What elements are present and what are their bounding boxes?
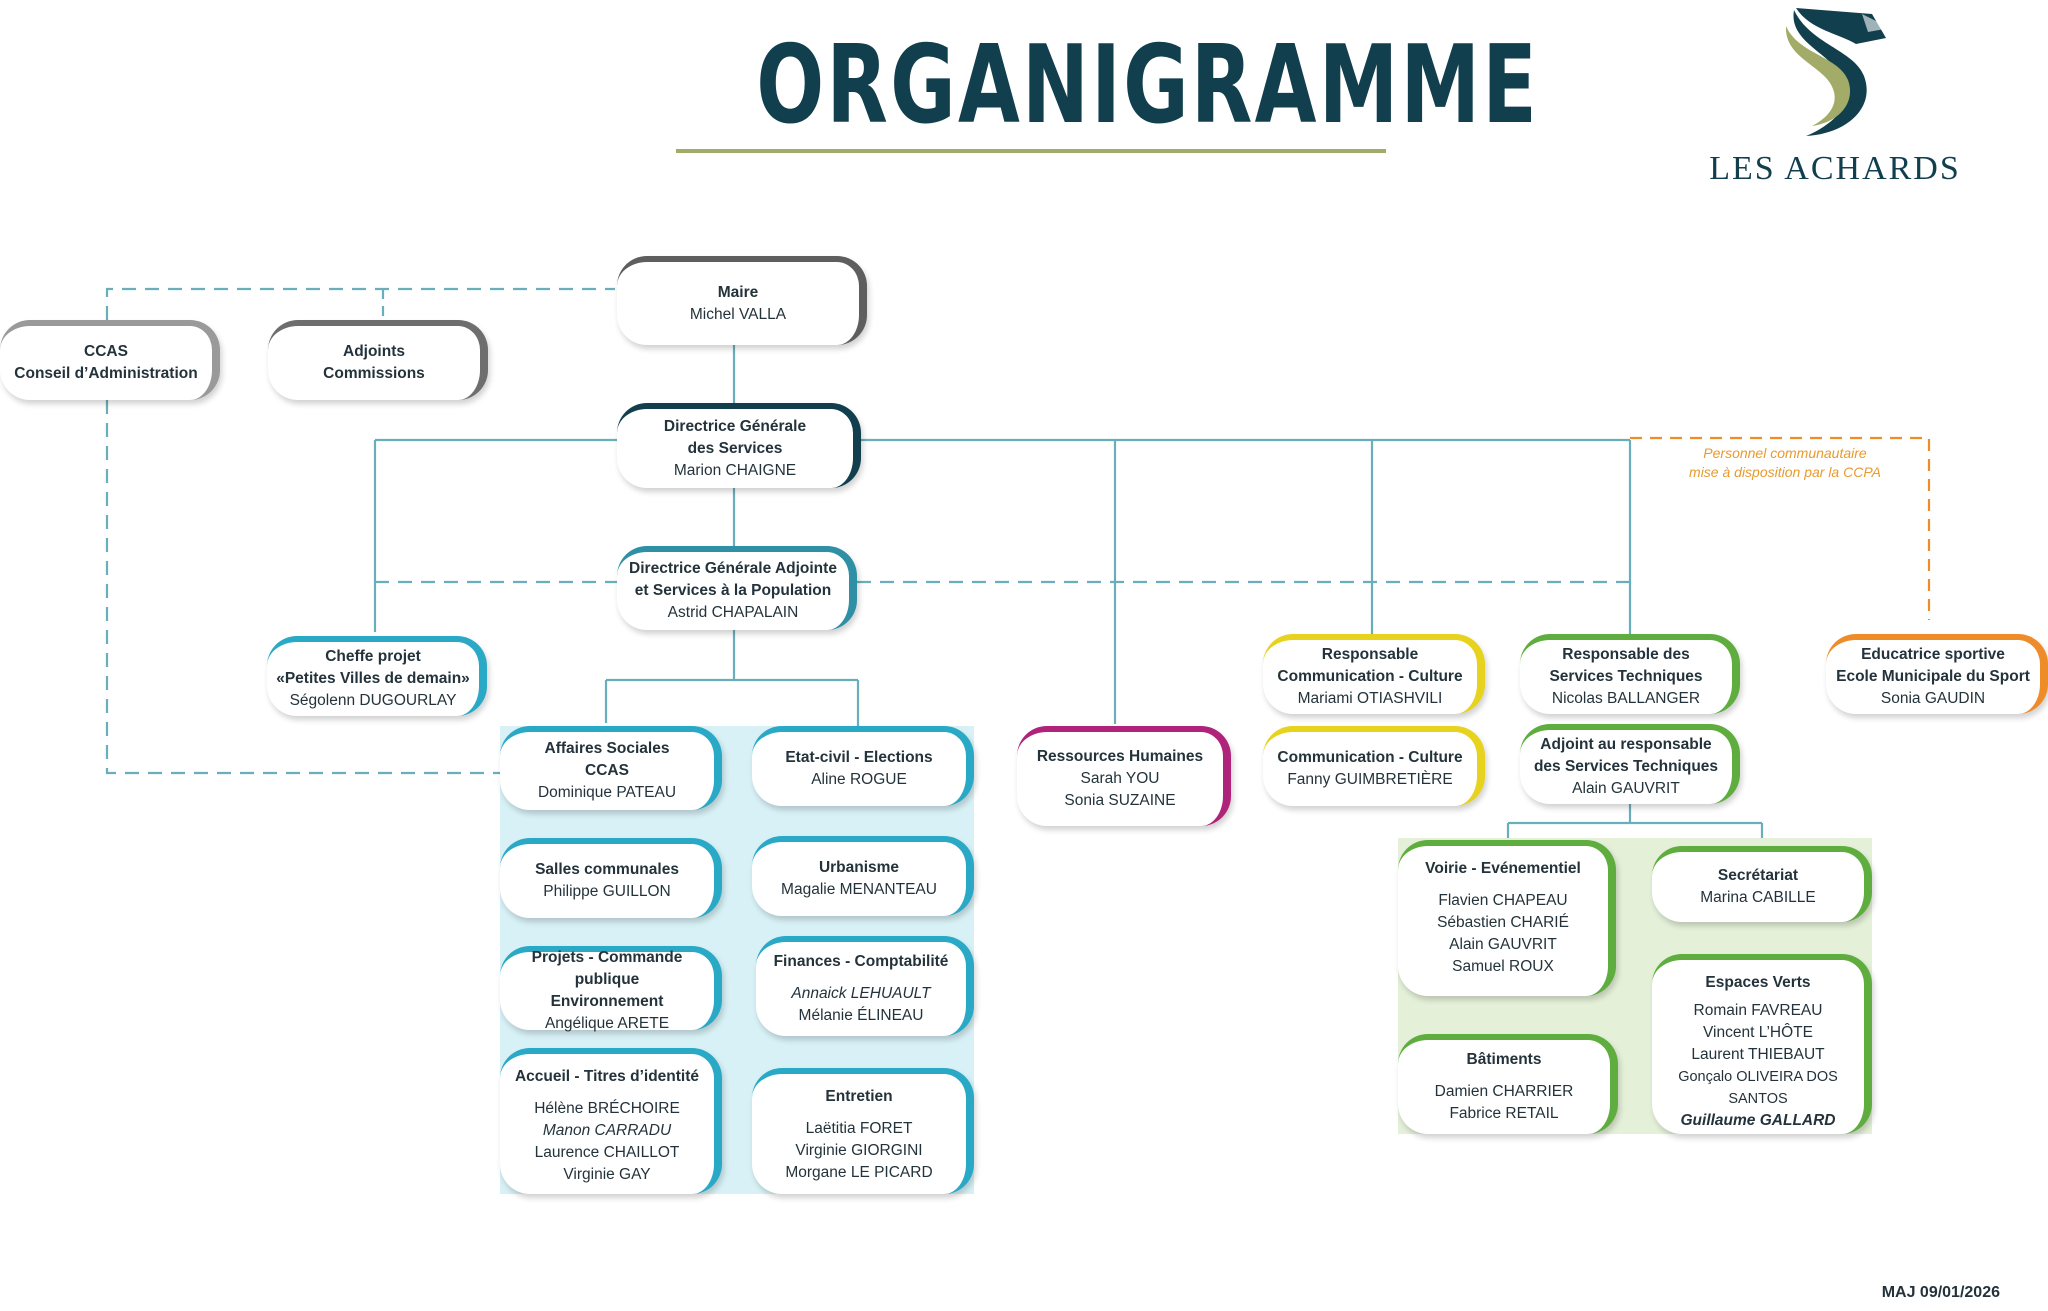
box-resp-communication[interactable]: Responsable Communication - Culture Mari… xyxy=(1263,634,1485,714)
box-entretien[interactable]: Entretien Laëtitia FORET Virginie GIORGI… xyxy=(752,1068,974,1194)
box-maire[interactable]: Maire Michel VALLA xyxy=(617,256,867,345)
dashed-link-maire-council xyxy=(105,287,615,320)
box-secretariat[interactable]: Secrétariat Marina CABILLE xyxy=(1652,846,1872,922)
box-etat-civil[interactable]: Etat-civil - Elections Aline ROGUE xyxy=(752,726,974,806)
box-adjoint-services-techniques[interactable]: Adjoint au responsable des Services Tech… xyxy=(1520,724,1740,804)
box-ressources-humaines[interactable]: Ressources Humaines Sarah YOU Sonia SUZA… xyxy=(1017,726,1231,826)
update-date: MAJ 09/01/2026 xyxy=(1881,1284,2000,1301)
box-affaires-sociales[interactable]: Affaires Sociales CCAS Dominique PATEAU xyxy=(500,726,722,810)
logo: LES ACHARDS xyxy=(1690,4,1980,187)
box-projets-commande-publique[interactable]: Projets - Commande publique Environnemen… xyxy=(500,946,722,1032)
box-resp-services-techniques[interactable]: Responsable des Services Techniques Nico… xyxy=(1520,634,1740,714)
logo-text: LES ACHARDS xyxy=(1709,150,1961,187)
box-accueil[interactable]: Accueil - Titres d’identité Hélène BRÉCH… xyxy=(500,1048,722,1194)
logo-emblem-icon xyxy=(1785,8,1890,136)
box-ccas[interactable]: CCAS Conseil d’Administration xyxy=(0,320,220,400)
box-adjoints[interactable]: Adjoints Commissions xyxy=(268,320,488,400)
box-cheffe-projet[interactable]: Cheffe projet «Petites Villes de demain»… xyxy=(267,636,487,716)
ccpa-note: Personnel communautaire mise à dispositi… xyxy=(1689,445,1881,480)
box-finances[interactable]: Finances - Comptabilité Annaick LEHUAULT… xyxy=(756,936,974,1036)
line-st-teams xyxy=(1506,802,1764,846)
box-urbanisme[interactable]: Urbanisme Magalie MENANTEAU xyxy=(752,836,974,916)
box-espaces-verts[interactable]: Espaces Verts Romain FAVREAU Vincent L’H… xyxy=(1652,954,1872,1134)
box-communication[interactable]: Communication - Culture Fanny GUIMBRETIÈ… xyxy=(1263,726,1485,806)
box-dgas[interactable]: Directrice Générale Adjointe et Services… xyxy=(617,546,857,630)
box-voirie-evenementiel[interactable]: Voirie - Evénementiel Flavien CHAPEAU Sé… xyxy=(1398,840,1616,996)
box-batiments[interactable]: Bâtiments Damien CHARRIER Fabrice RETAIL xyxy=(1398,1034,1618,1134)
title-underline xyxy=(676,149,1386,153)
box-educatrice-sportive[interactable]: Educatrice sportive Ecole Municipale du … xyxy=(1826,634,2048,714)
dashed-link-ccas-affaires xyxy=(105,400,500,775)
box-salles-communales[interactable]: Salles communales Philippe GUILLON xyxy=(500,838,722,918)
dashed-link-ccpa xyxy=(1630,436,1931,620)
box-dgs[interactable]: Directrice Générale des Services Marion … xyxy=(617,403,861,488)
